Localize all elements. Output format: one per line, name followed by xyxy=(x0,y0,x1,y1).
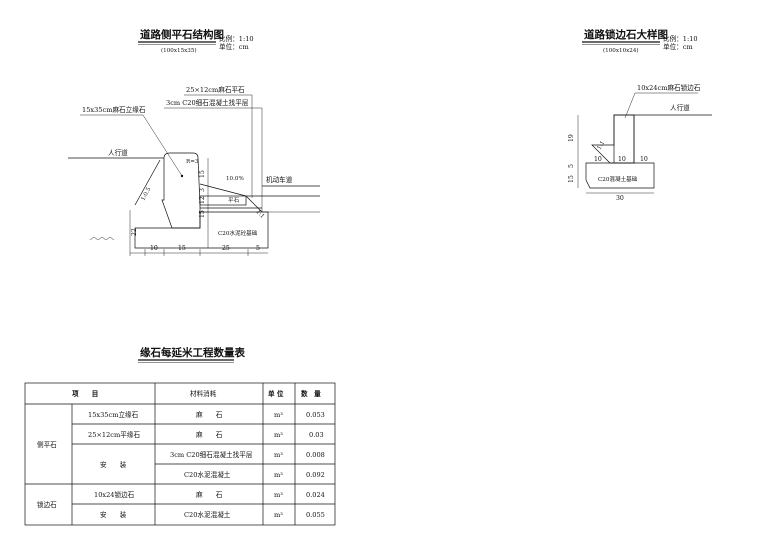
row5-sub: 10x24锁边石 xyxy=(94,490,135,499)
label-leveling: 3cm C20细石混凝土找平层 xyxy=(166,98,249,107)
right-drawing-title: 道路锁边石大样图 xyxy=(584,28,668,41)
right-scale: 比例：1:10 xyxy=(663,34,698,43)
crossfall-line xyxy=(199,183,247,197)
label-curb: 15x35cm麻石立缘石 xyxy=(82,105,146,114)
ground-line xyxy=(89,236,115,241)
row4-material: C20水泥混凝土 xyxy=(184,470,231,479)
right-unit: 单位：cm xyxy=(663,42,693,51)
header-item: 项 目 xyxy=(72,389,98,398)
label-lock-foundation: C20混凝土基础 xyxy=(598,175,638,183)
label-flat-stone: 25×12cm麻石平石 xyxy=(186,85,245,94)
right-drawing-subtitle: (100x10x24) xyxy=(603,47,639,54)
dim-v-15: 15 xyxy=(199,170,206,178)
label-sidewalk-right: 人行道 xyxy=(670,103,690,112)
dim-v-15b: 15 xyxy=(199,210,206,218)
row5-material: 麻 石 xyxy=(196,490,223,499)
row3-unit: m³ xyxy=(274,451,283,459)
row1-sub: 15x35cm立缘石 xyxy=(88,410,139,419)
lock-dim-h-10b: 10 xyxy=(618,156,626,163)
row5-unit: m³ xyxy=(274,491,283,499)
dim-b-25: 25 xyxy=(222,245,230,252)
row3-material: 3cm C20细石混凝土找平层 xyxy=(170,450,253,459)
dim-v-3: 3 xyxy=(199,188,206,192)
leader-curb-dot xyxy=(180,174,184,178)
row5-qty: 0.024 xyxy=(306,491,325,499)
slope-right-line xyxy=(245,195,263,213)
label-radius: R=3 xyxy=(186,159,199,165)
header-qty: 数 量 xyxy=(301,389,321,398)
table-title: 缘石每延米工程数量表 xyxy=(140,346,245,359)
label-pingshi: 平石 xyxy=(228,197,240,204)
label-sidewalk: 人行道 xyxy=(108,148,128,157)
row1-material: 麻 石 xyxy=(196,410,223,419)
dim-b-5: 5 xyxy=(256,245,260,252)
row1-unit: m³ xyxy=(274,411,283,419)
dim-v-22: 22 xyxy=(131,228,138,236)
row6-material: C20水泥混凝土 xyxy=(184,510,231,519)
flat-stone xyxy=(199,195,247,206)
left-unit: 单位：cm xyxy=(219,42,249,51)
row3-qty: 0.008 xyxy=(306,451,325,459)
left-drawing-title: 道路侧平石结构图 xyxy=(140,28,224,41)
lock-dim-v-19: 19 xyxy=(568,134,575,142)
label-lock-stone: 10x24cm麻石锁边石 xyxy=(637,83,701,92)
curb-structure-drawing: 道路侧平石结构图 (100x15x35) 比例：1:10 单位：cm 25×12… xyxy=(68,28,320,256)
row1-qty: 0.053 xyxy=(306,411,325,419)
lock-foundation xyxy=(585,162,655,189)
lock-dim-h-30: 30 xyxy=(616,195,624,202)
row2-unit: m³ xyxy=(274,431,283,439)
row2-material: 麻 石 xyxy=(196,430,223,439)
label-slope-right: 1:1 xyxy=(255,209,266,220)
lock-stone-drawing: 道路锁边石大样图 (100x10x24) 比例：1:10 单位：cm 10x24… xyxy=(568,28,712,202)
label-foundation: C20水泥砼基础 xyxy=(218,229,258,237)
label-slope-pct: 10.0% xyxy=(226,176,244,182)
group-curb-label: 侧平石 xyxy=(37,440,57,449)
dim-b-10: 10 xyxy=(150,245,158,252)
left-drawing-subtitle: (100x15x35) xyxy=(161,47,197,54)
label-slope-left: 1:0.5 xyxy=(140,186,152,202)
header-material: 材料消耗 xyxy=(190,389,217,398)
label-slope-lock: 1:1 xyxy=(597,140,607,151)
concrete-foundation xyxy=(134,211,269,249)
lock-dim-v-5: 5 xyxy=(568,164,575,168)
row6-sub: 安 装 xyxy=(100,510,127,519)
dim-v-12: 12 xyxy=(199,196,206,204)
header-unit: 单 位 xyxy=(268,389,284,398)
table-border xyxy=(24,382,336,526)
row3-sub: 安 装 xyxy=(100,460,127,469)
leader-curb-diag xyxy=(142,114,183,177)
lock-dim-v-15: 15 xyxy=(568,175,575,183)
lock-dim-h-10c: 10 xyxy=(640,156,648,163)
row4-qty: 0.092 xyxy=(306,471,325,479)
dim-b-15: 15 xyxy=(178,245,186,252)
row4-unit: m³ xyxy=(274,471,283,479)
row2-sub: 25×12cm平缘石 xyxy=(88,430,140,439)
quantity-table: 缘石每延米工程数量表 项 目 材料消耗 单 位 数 量 侧平石 锁边石 15x3… xyxy=(24,346,336,526)
label-motor-lane: 机动车道 xyxy=(266,175,293,184)
row6-qty: 0.055 xyxy=(306,511,325,519)
row6-unit: m³ xyxy=(274,511,283,519)
leader-lock-stone-diag xyxy=(624,92,636,119)
group-lock-label: 锁边石 xyxy=(37,500,57,509)
slope-left-line xyxy=(134,159,161,206)
lock-dim-h-10a: 10 xyxy=(594,156,602,163)
row2-qty: 0.03 xyxy=(309,431,324,439)
left-scale: 比例：1:10 xyxy=(219,34,254,43)
